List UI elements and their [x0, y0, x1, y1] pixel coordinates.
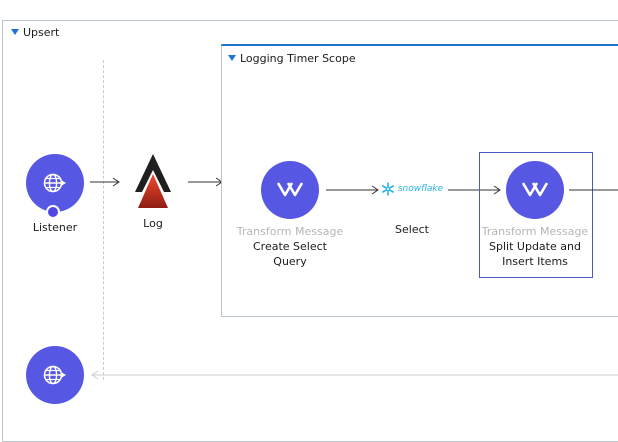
listener-label: Listener	[32, 221, 78, 234]
select-label: Select	[395, 223, 429, 236]
listener-component[interactable]: Listener	[0, 154, 115, 235]
transform-split-component[interactable]: Transform Message Split Update and Inser…	[475, 161, 595, 269]
selection-outline	[479, 152, 593, 278]
transform-type-label: Transform Message	[481, 225, 589, 238]
return-line	[91, 370, 618, 380]
globe-icon	[43, 173, 66, 193]
snowflake-icon[interactable]: snowflake	[352, 180, 472, 198]
arrow-transform-to-select	[326, 185, 379, 195]
log-icon[interactable]	[124, 152, 182, 210]
flow-title: Upsert	[23, 25, 60, 39]
log-label: Log	[143, 217, 163, 230]
scope-title: Logging Timer Scope	[240, 51, 356, 65]
arrow-listener-to-log	[90, 177, 120, 187]
dataweave-chevron-icon	[521, 182, 549, 197]
reconnect-icon	[46, 205, 60, 219]
transform-split-label: Split Update and Insert Items	[489, 240, 581, 268]
arrow-transform-split-out	[569, 189, 618, 191]
flow-canvas: Upsert Listener	[0, 20, 618, 442]
scope-collapse-triangle-icon[interactable]	[228, 55, 236, 61]
source-lane-divider	[103, 60, 104, 380]
listener-response-component[interactable]	[0, 346, 115, 404]
transform-create-select-component[interactable]: Transform Message Create Select Query	[230, 161, 350, 269]
collapse-triangle-icon[interactable]	[11, 29, 19, 35]
http-listener-icon[interactable]	[26, 154, 84, 219]
dataweave-chevron-icon	[276, 182, 304, 197]
flow-header: Upsert	[11, 25, 59, 39]
globe-icon	[43, 365, 66, 385]
transform-message-icon[interactable]	[261, 161, 319, 219]
http-response-icon[interactable]	[26, 346, 84, 404]
scope-header: Logging Timer Scope	[228, 51, 356, 65]
transform-type-label: Transform Message	[236, 225, 344, 238]
snowflake-brand-text: snowflake	[397, 184, 444, 194]
log-component[interactable]: Log	[93, 152, 213, 231]
arrow-select-to-transform	[448, 185, 501, 195]
transform-message-icon[interactable]	[506, 161, 564, 219]
transform-create-label: Create Select Query	[253, 240, 327, 268]
snowflake-select-component[interactable]: snowflake Select	[352, 180, 472, 237]
